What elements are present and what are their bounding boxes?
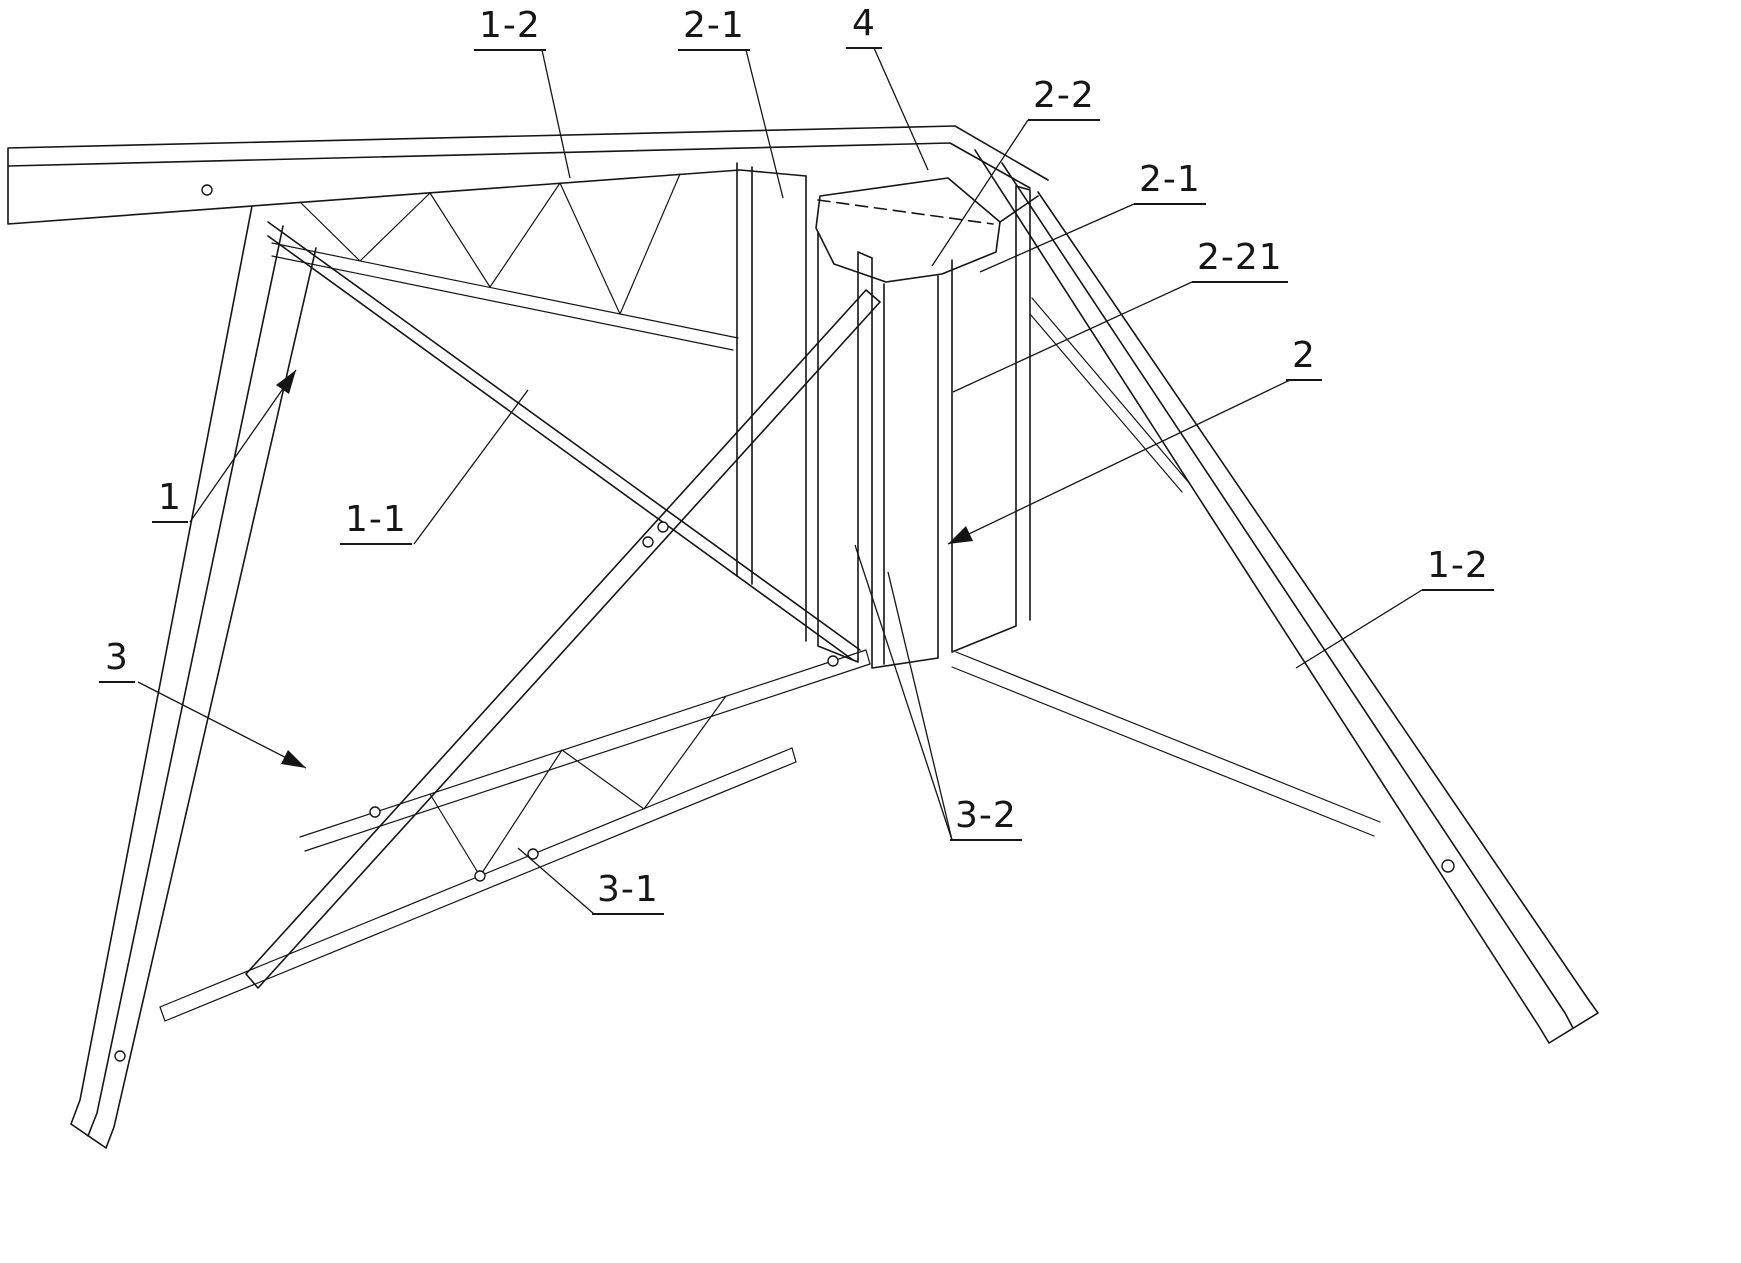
arrow-1 [276,370,296,394]
label-3: 3 [99,638,135,683]
label-3-2: 3-2 [950,796,1022,841]
label-1: 1 [152,478,188,523]
central-column [736,162,1039,669]
gusset-plate [815,177,1001,283]
label-4: 4 [846,4,882,49]
label-2-21: 2-21 [1192,238,1288,283]
label-1-2-right: 1-2 [1422,546,1494,591]
right-leg [974,149,1599,1044]
arrow-2 [948,526,973,544]
arrow-3 [281,750,306,768]
label-1-2-top: 1-2 [474,6,546,51]
top-beam [7,125,1049,225]
right-lattice [951,297,1381,837]
diagonal-braces [245,221,881,989]
label-2-1-top: 2-1 [678,6,750,51]
label-2-2: 2-2 [1028,76,1100,121]
leader-lines [137,47,1423,915]
label-3-1: 3-1 [592,870,664,915]
structure-line-art [7,125,1599,1149]
label-1-1: 1-1 [340,500,412,545]
upper-lattice [271,173,739,351]
bolt-holes [114,184,1455,1062]
label-2: 2 [1286,336,1322,381]
label-2-1-right: 2-1 [1134,160,1206,205]
left-leg [70,205,317,1149]
